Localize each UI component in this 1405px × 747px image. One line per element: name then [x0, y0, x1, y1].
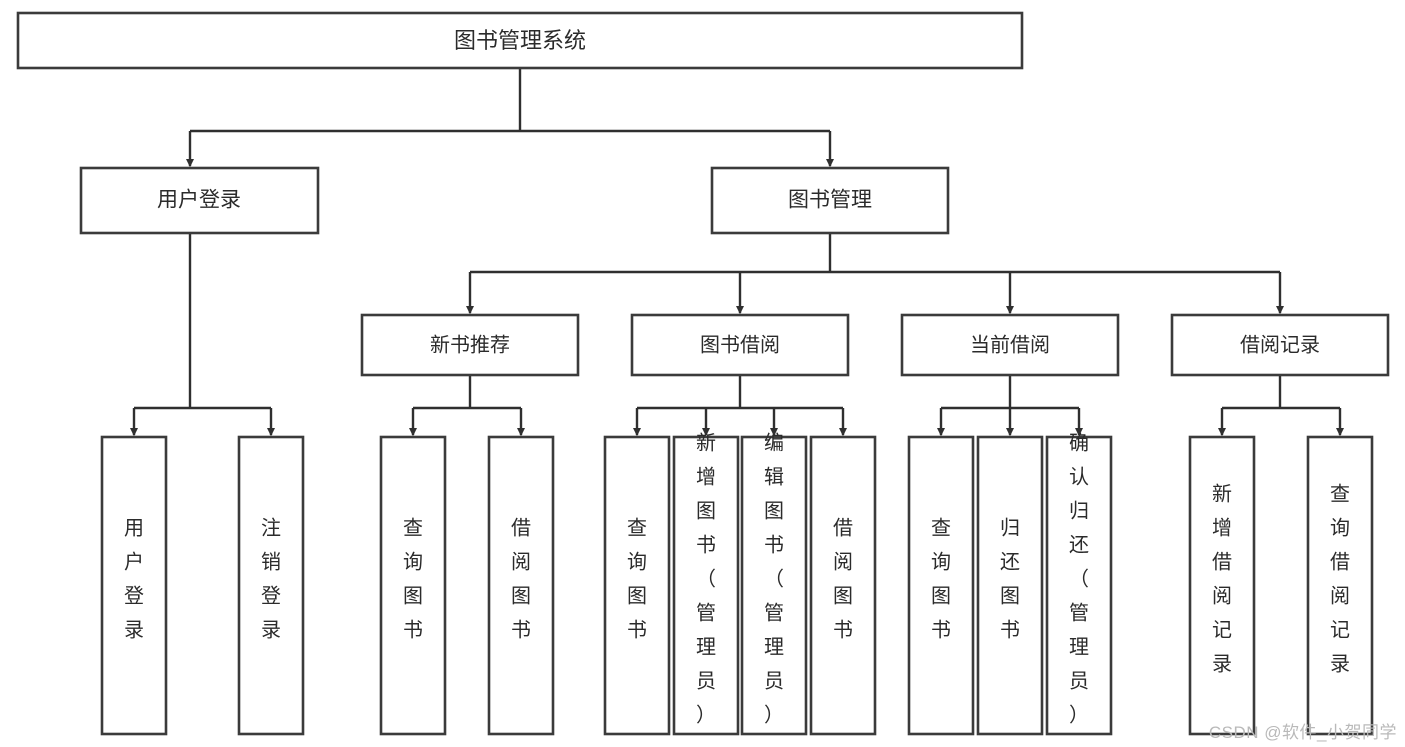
leaf-node-box[interactable] [907, 435, 975, 736]
node-root-box[interactable] [16, 11, 1024, 70]
leaf-node-box[interactable] [603, 435, 671, 736]
leaf-node[interactable]: 新增借阅记录 [1188, 435, 1256, 736]
node-current-borrow-box[interactable] [900, 313, 1120, 377]
leaf-node-box[interactable] [379, 435, 447, 736]
leaf-node-label: 用户登录 [124, 518, 144, 642]
node-book-manage-box[interactable] [710, 166, 950, 235]
node-book-manage-label: 图书管理 [788, 189, 872, 212]
node-book-borrow-label: 图书借阅 [700, 333, 780, 356]
node-borrow-record-box[interactable] [1170, 313, 1390, 377]
leaf-layer: 用户登录 注销登录 查询图书 借阅图书 查询图书 新增图书（管理员） 编辑图书（管理员） 借阅… [100, 432, 1374, 736]
node-new-book-recommend-label: 新书推荐 [430, 333, 510, 356]
leaf-node-label: 借阅图书 [833, 517, 853, 642]
leaf-node[interactable]: 查询图书 [907, 435, 975, 736]
leaf-node[interactable]: 查询图书 [379, 435, 447, 736]
leaf-node[interactable]: 借阅图书 [487, 435, 555, 736]
node-user-login-label: 用户登录 [157, 189, 241, 212]
leaf-node[interactable]: 用户登录 [100, 435, 168, 736]
leaf-node-label: 编辑图书（管理员） [764, 432, 784, 727]
watermark-text: CSDN @软件_小贺同学 [1208, 723, 1397, 742]
node-current-borrow[interactable]: 当前借阅 [900, 313, 1120, 377]
leaf-node[interactable]: 注销登录 [237, 435, 305, 736]
leaf-node[interactable]: 编辑图书（管理员） [740, 432, 808, 736]
node-root-label: 图书管理系统 [454, 28, 586, 53]
leaf-node[interactable]: 查询图书 [603, 435, 671, 736]
leaf-node-label: 查询图书 [627, 517, 647, 642]
node-user-login-box[interactable] [79, 166, 320, 235]
node-book-manage[interactable]: 图书管理 [710, 166, 950, 235]
leaf-node-box[interactable] [976, 435, 1044, 736]
leaf-node-box[interactable] [672, 435, 740, 736]
leaf-node-label: 查询图书 [931, 517, 951, 642]
edge-layer [129, 68, 1345, 437]
leaf-node-label: 查询借阅记录 [1330, 483, 1350, 676]
node-book-borrow-box[interactable] [630, 313, 850, 377]
leaf-node-box[interactable] [487, 435, 555, 736]
leaf-node-label: 查询图书 [403, 517, 423, 642]
leaf-node-box[interactable] [100, 435, 168, 736]
leaf-node-box[interactable] [740, 435, 808, 736]
node-book-borrow[interactable]: 图书借阅 [630, 313, 850, 377]
node-user-login[interactable]: 用户登录 [79, 166, 320, 235]
leaf-node-box[interactable] [1045, 435, 1113, 736]
node-new-book-recommend[interactable]: 新书推荐 [360, 313, 580, 377]
node-borrow-record-label: 借阅记录 [1240, 333, 1320, 356]
leaf-node-box[interactable] [1306, 435, 1374, 736]
leaf-node[interactable]: 借阅图书 [809, 435, 877, 736]
leaf-node-label: 归还图书 [1000, 517, 1020, 642]
leaf-node-label: 新增借阅记录 [1212, 483, 1232, 676]
node-current-borrow-label: 当前借阅 [970, 333, 1050, 356]
leaf-node[interactable]: 归还图书 [976, 435, 1044, 736]
leaf-node-box[interactable] [1188, 435, 1256, 736]
node-borrow-record[interactable]: 借阅记录 [1170, 313, 1390, 377]
leaf-node-label: 确认归还（管理员） [1069, 432, 1089, 727]
leaf-node[interactable]: 查询借阅记录 [1306, 435, 1374, 736]
leaf-node-label: 借阅图书 [511, 517, 531, 642]
node-root[interactable]: 图书管理系统 [16, 11, 1024, 70]
leaf-node-label: 新增图书（管理员） [696, 432, 716, 727]
leaf-node-label: 注销登录 [261, 517, 281, 642]
leaf-node-box[interactable] [237, 435, 305, 736]
leaf-node[interactable]: 新增图书（管理员） [672, 432, 740, 736]
leaf-node-box[interactable] [809, 435, 877, 736]
node-new-book-recommend-box[interactable] [360, 313, 580, 377]
leaf-node[interactable]: 确认归还（管理员） [1045, 432, 1113, 736]
